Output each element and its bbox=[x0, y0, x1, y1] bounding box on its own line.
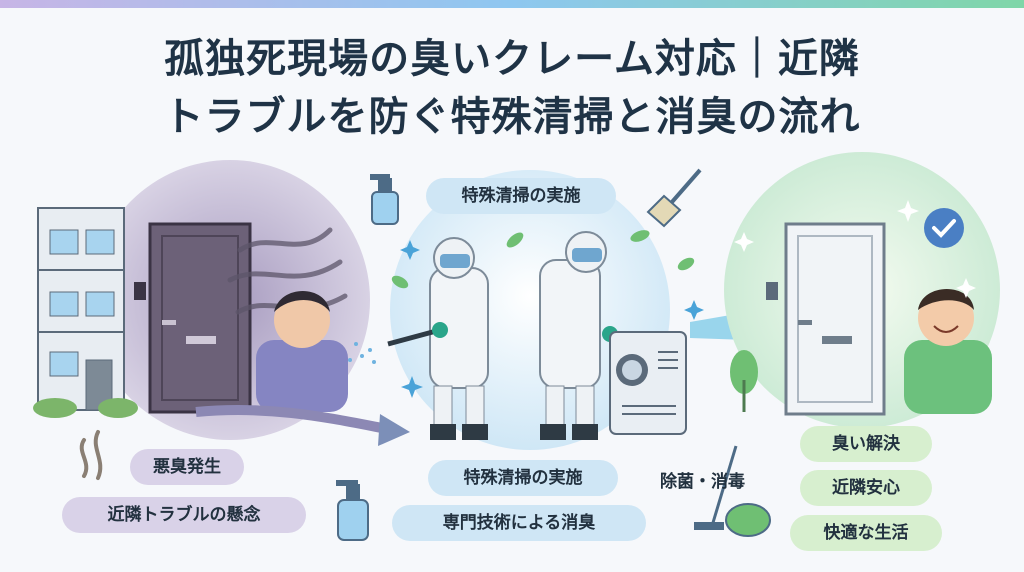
cleaner-left-icon bbox=[387, 237, 489, 440]
clean-door-icon bbox=[766, 222, 886, 416]
label-cleaning-top: 特殊清掃の実施 bbox=[426, 178, 616, 214]
plant-icon bbox=[730, 350, 758, 412]
broom-icon bbox=[646, 168, 702, 228]
label-neighbor-concern: 近隣トラブルの懸念 bbox=[62, 497, 306, 533]
label-deodorize: 専門技術による消臭 bbox=[392, 505, 646, 541]
label-odor-solved: 臭い解決 bbox=[800, 426, 932, 462]
left-arrow-icon bbox=[378, 414, 410, 446]
middle-scene bbox=[336, 168, 784, 541]
happy-man-icon bbox=[904, 289, 992, 414]
apartment-building-icon bbox=[33, 207, 138, 418]
top-gradient-bar bbox=[0, 0, 1024, 8]
right-scene bbox=[724, 152, 1000, 428]
spray-bottle-icon-bottom bbox=[336, 480, 369, 541]
stink-lines-icon bbox=[79, 430, 103, 480]
sparkle-icons bbox=[400, 240, 704, 398]
title-line-1: 孤独死現場の臭いクレーム対応｜近隣 bbox=[164, 36, 860, 82]
dark-door-icon bbox=[134, 222, 252, 414]
spray-mist-icon bbox=[348, 342, 376, 364]
right-sparkle-icons bbox=[734, 200, 976, 298]
check-badge-icon bbox=[924, 208, 964, 248]
label-comfortable-life: 快適な生活 bbox=[790, 515, 942, 551]
label-cleaning: 特殊清掃の実施 bbox=[428, 460, 618, 496]
spray-bottle-icon-top bbox=[370, 174, 399, 225]
ozone-machine-icon bbox=[609, 331, 687, 435]
label-bad-odor: 悪臭発生 bbox=[130, 449, 244, 485]
leaf-icons bbox=[391, 230, 695, 289]
label-neighbor-relief: 近隣安心 bbox=[800, 470, 932, 506]
vacuum-icon bbox=[694, 445, 771, 537]
cleaner-right-icon bbox=[539, 231, 618, 440]
label-disinfect: 除菌・消毒 bbox=[660, 472, 745, 492]
worried-man-icon bbox=[256, 291, 348, 412]
title-line-2: トラブルを防ぐ特殊清掃と消臭の流れ bbox=[163, 94, 861, 140]
left-scene bbox=[33, 160, 410, 480]
